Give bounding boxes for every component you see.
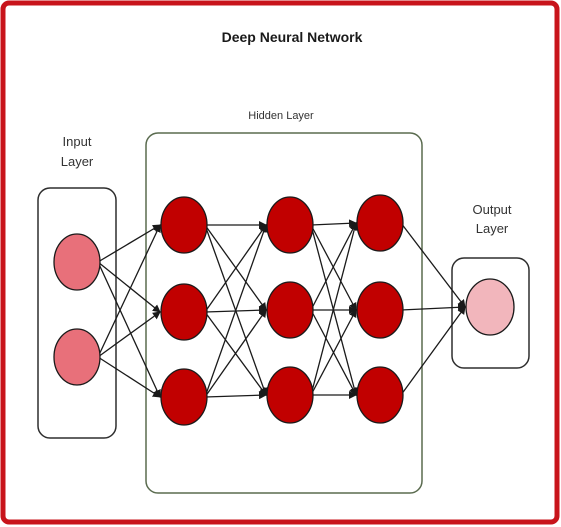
hidden-3-node-3 <box>356 366 404 424</box>
edge-hidden-3-1-to-output-1 <box>400 222 466 308</box>
hidden-1-node-3 <box>160 368 208 426</box>
edge-input-1-to-hidden-1-2 <box>97 261 161 313</box>
edge-hidden-1-3-to-hidden-2-2 <box>204 309 267 398</box>
hidden-layer-label: Hidden Layer <box>248 110 314 122</box>
input-node-2 <box>53 328 101 386</box>
output-layer-label-line2: Layer <box>476 221 509 236</box>
hidden-2-node-1 <box>266 196 314 254</box>
output-node-1 <box>465 278 515 336</box>
edge-hidden-2-1-to-hidden-3-1 <box>310 219 357 228</box>
edge-input-2-to-hidden-1-2 <box>97 311 161 358</box>
edge-hidden-1-3-to-hidden-2-3 <box>204 391 267 400</box>
edge-hidden-2-3-to-hidden-3-2 <box>310 309 357 396</box>
hidden-3-node-1 <box>356 194 404 252</box>
diagram-title: Deep Neural Network <box>222 29 363 45</box>
edge-hidden-3-2-to-output-1 <box>400 303 466 312</box>
connection-edges <box>97 219 466 400</box>
hidden-3-node-2 <box>356 281 404 339</box>
edge-input-2-to-hidden-1-1 <box>97 224 161 358</box>
output-layer-label-line1: Output <box>472 202 511 217</box>
input-layer-box <box>37 187 117 439</box>
edge-hidden-1-2-to-hidden-2-1 <box>204 224 267 313</box>
input-node-1 <box>53 233 101 291</box>
hidden-1-node-1 <box>160 196 208 254</box>
edge-hidden-2-2-to-hidden-3-1 <box>310 222 357 311</box>
input-layer-label-line2: Layer <box>61 154 94 169</box>
hidden-2-node-3 <box>266 366 314 424</box>
edge-hidden-2-3-to-hidden-3-1 <box>310 222 359 396</box>
edge-hidden-1-3-to-hidden-2-1 <box>204 224 268 398</box>
edge-input-1-to-hidden-1-1 <box>97 224 161 263</box>
edge-input-2-to-hidden-1-3 <box>97 356 161 398</box>
input-layer-label-line1: Input <box>63 134 92 149</box>
edge-hidden-3-3-to-output-1 <box>400 306 466 396</box>
hidden-2-node-2 <box>266 281 314 339</box>
network-nodes <box>53 194 515 426</box>
hidden-1-node-2 <box>160 283 208 341</box>
edge-input-1-to-hidden-1-3 <box>97 261 161 398</box>
